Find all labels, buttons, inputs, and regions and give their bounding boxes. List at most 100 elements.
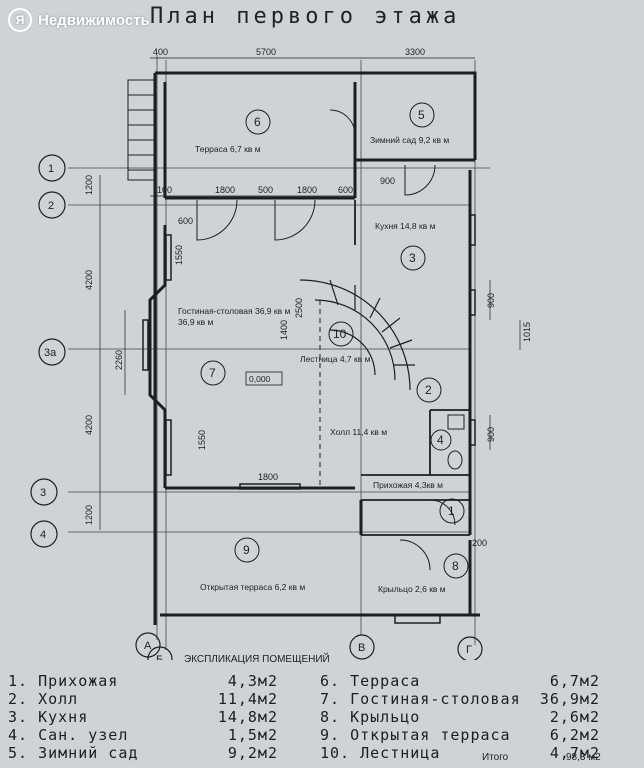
room-1-number: 1 [448, 504, 455, 518]
explication-name: 2. Холл [8, 690, 79, 708]
room-numbers: 6 5 3 7 10 2 4 1 9 8 [209, 108, 459, 573]
stair-number-circle [328, 321, 354, 347]
yandex-logo-icon: Я [8, 8, 32, 32]
watermark-text: Недвижимость [38, 11, 150, 29]
room-2-label: Холл 11,4 кв м [330, 427, 387, 437]
room-7-label: Гостиная-столовая 36,9 кв м [178, 306, 290, 316]
axis-labels: 1 2 3a 3 4 А Б В Г [40, 163, 472, 660]
axis-markers [30, 154, 483, 660]
plan-title: План первого этажа [150, 4, 461, 29]
room-6-number: 6 [254, 115, 261, 129]
explication-area: 2,6м2 [549, 708, 600, 726]
exterior-stairs [127, 79, 156, 181]
dim-2500: 2500 [294, 298, 304, 318]
dim-900-right-2: 900 [486, 427, 496, 442]
explication-row: 3. Кухня 14,8м2 8. Крыльцо 2,6м2 [8, 708, 638, 726]
level-mark-box [245, 371, 283, 386]
explication-name: 10. Лестница [320, 744, 441, 762]
room-9-label: Открытая терраса 6,2 кв м [200, 582, 305, 592]
room-7-number: 7 [209, 366, 216, 380]
spiral-staircase [299, 279, 415, 391]
dim-3300: 3300 [405, 47, 425, 57]
axis-3a-label: 3a [44, 347, 57, 359]
dim-900: 900 [380, 176, 395, 186]
room-10-number: 10 [333, 327, 347, 341]
explication-row: 5. Зимний сад 9,2м2 10. Лестница 4,7м2 [8, 744, 638, 762]
dim-2260: 2260 [114, 350, 124, 370]
explication-name: 6. Терраса [320, 672, 421, 690]
room-7-area: 36,9 кв м [178, 317, 214, 327]
room-8-label: Крыльцо 2,6 кв м [378, 584, 446, 594]
room-6-label: Терраса 6,7 кв м [195, 144, 261, 154]
explication-area: 6,2м2 [549, 726, 600, 744]
explication-area: 9,2м2 [227, 744, 278, 762]
room-5-label: Зимний сад 9,2 кв м [370, 135, 449, 145]
axis-g-label: Г [466, 644, 472, 656]
dim-5700: 5700 [256, 47, 276, 57]
axis-v-label: В [358, 642, 365, 654]
dim-1200b: 1200 [84, 505, 94, 525]
explication-title: ЭКСПЛИКАЦИЯ ПОМЕЩЕНИЙ [184, 654, 330, 665]
explication-area: 4,7м2 [549, 744, 600, 762]
dim-1400: 1400 [279, 320, 289, 340]
dim-1200a: 1200 [84, 175, 94, 195]
level-mark: 0,000 [249, 374, 271, 384]
dim-1800a: 1800 [215, 185, 235, 195]
windows [142, 214, 476, 624]
explication-area: 6,7м2 [549, 672, 600, 690]
sanitary-fixtures [447, 414, 465, 470]
doors [196, 109, 456, 571]
dimension-lines [99, 57, 521, 530]
room-10-label: Лестница 4,7 кв м [300, 354, 371, 364]
dim-400: 400 [153, 47, 168, 57]
room-2-number: 2 [425, 383, 432, 397]
explication-row: 2. Холл 11,4м2 7. Гостиная-столовая 36,9… [8, 690, 638, 708]
watermark: Я Недвижимость [8, 8, 150, 32]
explication-area: 14,8м2 [217, 708, 278, 726]
room-4-number: 4 [437, 433, 444, 447]
dim-600a: 600 [338, 185, 353, 195]
room-3-number: 3 [409, 251, 416, 265]
dim-4200a: 4200 [84, 270, 94, 290]
axis-1-label: 1 [48, 163, 54, 175]
explication-row: 4. Сан. узел 1,5м2 9. Открытая терраса 6… [8, 726, 638, 744]
dim-1550b: 1550 [197, 430, 207, 450]
total-label: Итого [482, 752, 509, 763]
axis-b-label: Б [156, 654, 163, 660]
dim-1800b: 1800 [297, 185, 317, 195]
explication-name: 3. Кухня [8, 708, 89, 726]
dim-900-right: 900 [486, 293, 496, 308]
explication-area: 4,3м2 [227, 672, 278, 690]
axis-a-label: А [144, 640, 152, 652]
explication-name: 4. Сан. узел [8, 726, 129, 744]
axis-3-label: 3 [40, 487, 46, 499]
dim-200: 200 [472, 538, 487, 548]
total-value: 98,3 м2 [566, 752, 601, 763]
explication-name: 8. Крыльцо [320, 708, 421, 726]
room-1-label: Прихожая 4,3кв м [373, 480, 443, 490]
room-labels: Терраса 6,7 кв м Зимний сад 9,2 кв м Кух… [178, 135, 449, 594]
explication-name: 7. Гостиная-столовая [320, 690, 521, 708]
explication-area: 1,5м2 [227, 726, 278, 744]
dim-500: 500 [258, 185, 273, 195]
interior-walls [319, 200, 470, 536]
dim-600b: 600 [178, 216, 193, 226]
explication-name: 9. Открытая терраса [320, 726, 511, 744]
room-9-number: 9 [243, 543, 250, 557]
dim-100: 100 [157, 185, 172, 195]
dim-1015: 1015 [522, 322, 532, 342]
axis-4-label: 4 [40, 529, 46, 541]
explication-area: 36,9м2 [539, 690, 600, 708]
room-8-number: 8 [452, 559, 459, 573]
room-3-label: Кухня 14,8 кв м [375, 221, 436, 231]
room-number-circles [200, 102, 469, 579]
dim-4200b: 4200 [84, 415, 94, 435]
explication-row: 1. Прихожая 4,3м2 6. Терраса 6,7м2 [8, 672, 638, 690]
axis-2-label: 2 [48, 200, 54, 212]
explication-area: 11,4м2 [217, 690, 278, 708]
floor-plan-drawing: 400 5700 3300 1800 500 1800 600 900 600 … [30, 47, 532, 660]
explication-name: 1. Прихожая [8, 672, 119, 690]
explication-name: 5. Зимний сад [8, 744, 139, 762]
room-5-number: 5 [418, 108, 425, 122]
